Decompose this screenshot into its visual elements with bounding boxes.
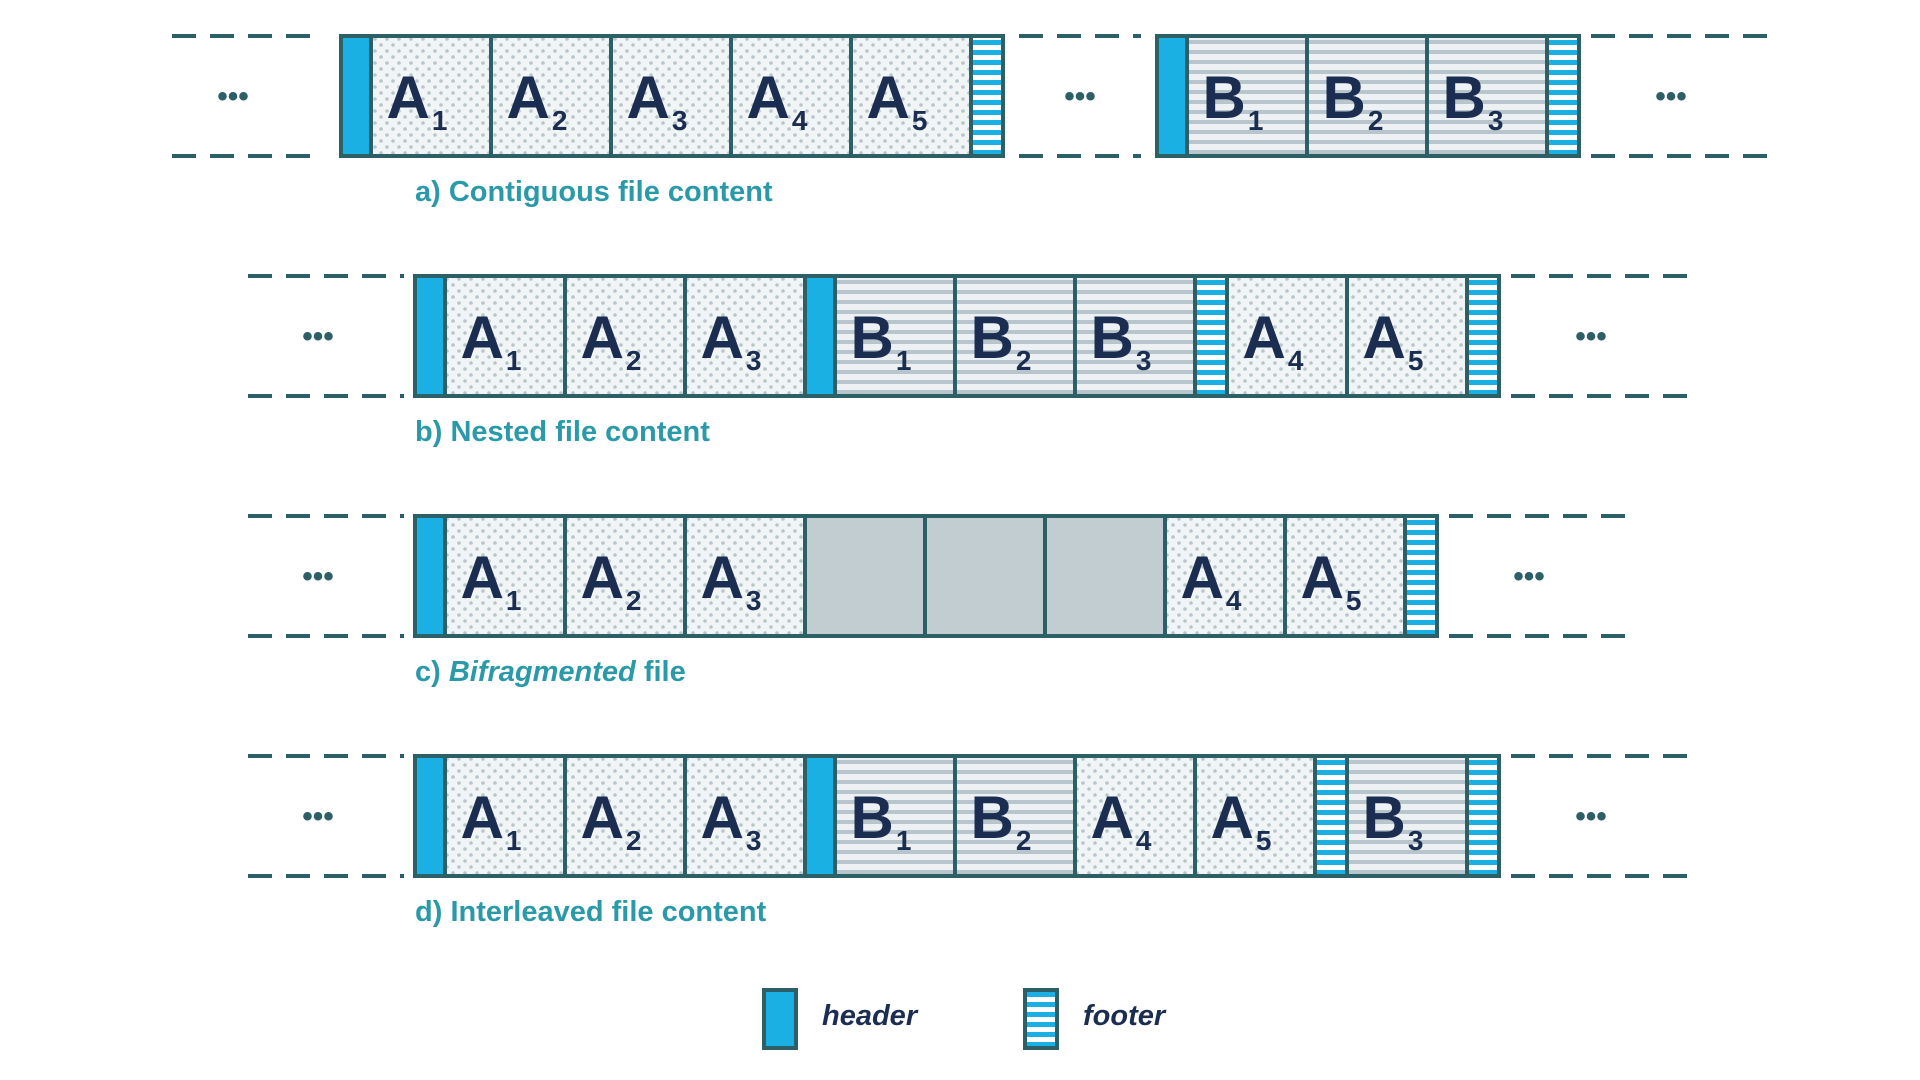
footer-block xyxy=(1465,754,1501,878)
block-index: 3 xyxy=(746,345,762,376)
footer-block xyxy=(969,34,1005,158)
block-index: 5 xyxy=(1408,345,1424,376)
caption-a-prefix: a) xyxy=(415,176,449,208)
block-index: 5 xyxy=(912,105,928,136)
block-index: 2 xyxy=(626,345,642,376)
header-block xyxy=(803,754,837,878)
block-index: 3 xyxy=(746,585,762,616)
block-index: 5 xyxy=(1346,585,1362,616)
header-block xyxy=(413,274,447,398)
footer-block xyxy=(1193,274,1229,398)
caption-b: b) Nested file content xyxy=(415,416,710,449)
segment-frame xyxy=(339,34,1005,158)
block-a3 xyxy=(683,274,807,398)
legend-header-label: header xyxy=(822,1000,918,1032)
caption-c-text: file xyxy=(635,656,686,688)
block-index: 3 xyxy=(1488,105,1504,136)
caption-d-text: Interleaved file content xyxy=(450,896,767,928)
block-index: 3 xyxy=(1136,345,1152,376)
header-block xyxy=(803,274,837,398)
block-index: 3 xyxy=(672,105,688,136)
ellipsis-right: ••• xyxy=(1513,560,1545,593)
ellipsis-left: ••• xyxy=(302,800,334,833)
block-index: 1 xyxy=(896,825,912,856)
block-index: 1 xyxy=(896,345,912,376)
block-index: 3 xyxy=(746,825,762,856)
block-index: 2 xyxy=(1368,105,1384,136)
caption-c-prefix: c) xyxy=(415,656,449,688)
legend-footer-swatch xyxy=(1023,988,1059,1050)
block-index: 4 xyxy=(792,105,808,136)
ellipsis-right: ••• xyxy=(1575,800,1607,833)
block-index: 4 xyxy=(1226,585,1242,616)
header-block xyxy=(413,514,447,638)
footer-block xyxy=(1465,274,1501,398)
segment-frame xyxy=(413,754,1501,878)
footer-block xyxy=(1545,34,1581,158)
block-b2 xyxy=(1305,34,1429,158)
block-index: 2 xyxy=(1016,825,1032,856)
ellipsis-left: ••• xyxy=(302,320,334,353)
header-block xyxy=(339,34,373,158)
ellipsis-left: ••• xyxy=(217,80,249,113)
header-block xyxy=(413,754,447,878)
block-b1 xyxy=(833,274,957,398)
ellipsis-right: ••• xyxy=(1655,80,1687,113)
unallocated-block xyxy=(1043,514,1167,638)
block-a1 xyxy=(443,754,567,878)
footer-block xyxy=(1313,754,1349,878)
caption-d-prefix: d) xyxy=(415,896,451,928)
footer-block xyxy=(1403,514,1439,638)
unallocated-block xyxy=(803,514,927,638)
ellipsis-left: ••• xyxy=(302,560,334,593)
block-index: 4 xyxy=(1288,345,1304,376)
segment-frame xyxy=(413,514,1439,638)
block-index: 5 xyxy=(1256,825,1272,856)
block-a5 xyxy=(1283,514,1407,638)
segment-frame xyxy=(413,274,1501,398)
block-index: 2 xyxy=(626,825,642,856)
caption-d: d) Interleaved file content xyxy=(415,896,766,929)
caption-c-italic: Bifragmented xyxy=(448,656,636,688)
block-index: 1 xyxy=(506,825,522,856)
ellipsis-right: ••• xyxy=(1575,320,1607,353)
legend-header-swatch xyxy=(762,988,798,1050)
caption-a-text: Contiguous file content xyxy=(448,176,773,208)
block-index: 1 xyxy=(432,105,448,136)
block-index: 1 xyxy=(506,585,522,616)
caption-c: c) Bifragmented file xyxy=(415,656,686,689)
block-index: 1 xyxy=(506,345,522,376)
block-index: 2 xyxy=(1016,345,1032,376)
unallocated-block xyxy=(923,514,1047,638)
block-index: 1 xyxy=(1248,105,1264,136)
segment-frame xyxy=(1155,34,1581,158)
caption-a: a) Contiguous file content xyxy=(415,176,773,209)
block-index: 3 xyxy=(1408,825,1424,856)
caption-b-prefix: b) xyxy=(415,416,451,448)
block-index: 4 xyxy=(1136,825,1152,856)
block-b2 xyxy=(953,754,1077,878)
block-a4 xyxy=(729,34,853,158)
block-index: 2 xyxy=(626,585,642,616)
block-index: 2 xyxy=(552,105,568,136)
header-block xyxy=(1155,34,1189,158)
legend-footer-label: footer xyxy=(1083,1000,1166,1032)
ellipsis-middle: ••• xyxy=(1064,80,1096,113)
block-b1 xyxy=(1185,34,1309,158)
caption-b-text: Nested file content xyxy=(450,416,710,448)
